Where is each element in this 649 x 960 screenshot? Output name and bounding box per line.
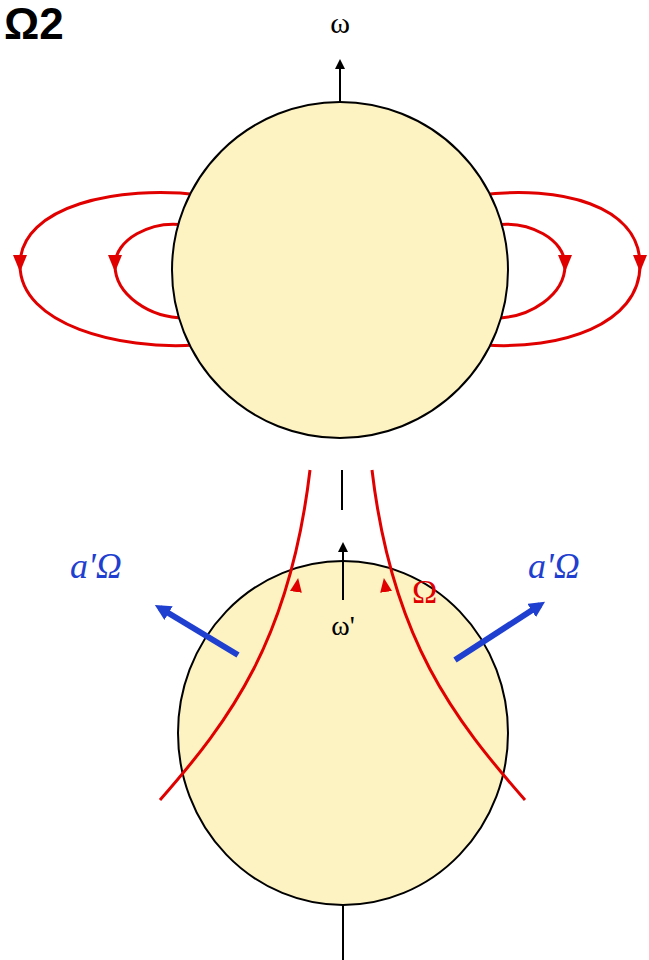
axis-line: [341, 470, 343, 510]
field-label: Ω: [412, 575, 437, 609]
omega-arrow: [339, 62, 341, 102]
lower-sphere: [178, 561, 508, 905]
omega-prime-label: ω': [331, 612, 354, 640]
field-line: [372, 470, 525, 800]
field-line: [160, 470, 310, 800]
omega-label: ω: [330, 8, 350, 38]
field-arrowhead: [385, 585, 389, 610]
axis-line: [342, 905, 344, 960]
upper-sphere: [172, 102, 508, 438]
acceleration-arrow: [455, 605, 540, 660]
field-arrowhead: [293, 585, 297, 610]
figure-number: Ω2: [4, 2, 64, 46]
acceleration-arrow: [160, 608, 238, 655]
acceleration-label: a'Ω: [528, 548, 580, 584]
omega-prime-arrow: [342, 545, 344, 600]
acceleration-label: a'Ω: [70, 548, 122, 584]
